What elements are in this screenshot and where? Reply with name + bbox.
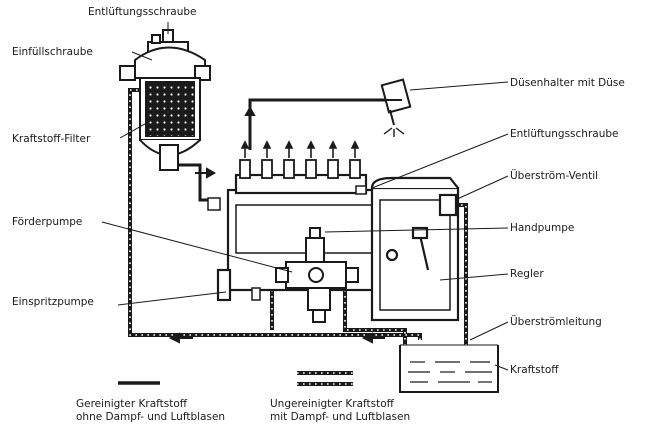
leader-lines xyxy=(101,22,509,371)
label-einspritzpumpe: Einspritzpumpe xyxy=(12,296,94,308)
flow-arrows xyxy=(168,105,385,344)
legend-clean-line2: ohne Dampf- und Luftblasen xyxy=(76,411,226,423)
label-ueberstroem-ventil: Überström-Ventil xyxy=(510,170,599,182)
label-entlueftungsschraube-top: Entlüftungsschraube xyxy=(88,6,197,18)
legend-clean-text: Gereinigter Kraftstoff ohne Dampf- und L… xyxy=(76,398,225,424)
label-kraftstoff: Kraftstoff xyxy=(510,364,559,376)
spray-lines xyxy=(383,127,405,137)
governor xyxy=(370,176,460,322)
legend-dirty-line2: mit Dampf- und Luftblasen xyxy=(270,411,411,423)
legend-clean-line1: Gereinigter Kraftstoff xyxy=(76,398,188,410)
label-kraftstoff-filter: Kraftstoff-Filter xyxy=(12,133,91,145)
tank-fuel-dots xyxy=(408,361,492,383)
delivery-valves xyxy=(239,159,361,179)
nozzle-holder xyxy=(380,78,412,126)
fuel-filter xyxy=(119,29,211,171)
legend-samples xyxy=(118,371,353,386)
label-entlueftungsschraube-pump: Entlüftungsschraube xyxy=(510,128,619,140)
label-handpumpe: Handpumpe xyxy=(510,222,575,234)
up-arrows xyxy=(240,140,360,158)
filtered-fuel-lines xyxy=(178,98,385,202)
label-duesenhalter: Düsenhalter mit Düse xyxy=(510,77,625,89)
label-regler: Regler xyxy=(510,268,544,280)
feed-pump xyxy=(275,227,359,323)
fuel-tank xyxy=(399,344,499,393)
label-einfuellschraube: Einfüllschraube xyxy=(12,46,93,58)
label-foerderpumpe: Förderpumpe xyxy=(12,216,83,228)
legend-dirty-text: Ungereinigter Kraftstoff mit Dampf- und … xyxy=(270,398,410,424)
label-ueberstroemleitung: Überströmleitung xyxy=(510,316,602,328)
legend-dirty-line1: Ungereinigter Kraftstoff xyxy=(270,398,394,410)
